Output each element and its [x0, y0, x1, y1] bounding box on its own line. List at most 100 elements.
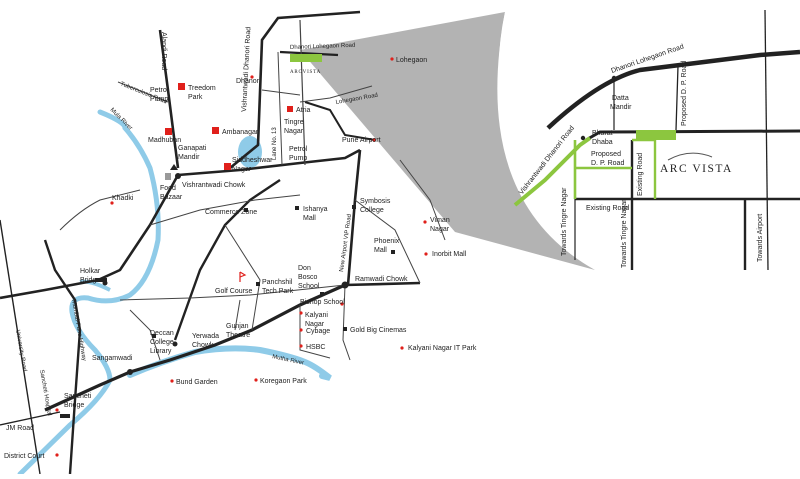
- label-siddheshwar-1: Siddheshwar: [232, 157, 273, 164]
- label-tingre-nagar-1: Tingre: [284, 119, 304, 126]
- label-golf-course: Golf Course: [215, 288, 252, 295]
- label-bishop-school: Bishop School: [300, 299, 345, 306]
- sancheti-hospital-dot: [55, 408, 59, 412]
- ramwadi-chowk-marker: [341, 281, 349, 289]
- label-hsbc: HSBC: [306, 344, 325, 351]
- label-ambanagari: Ambanagari: [222, 129, 260, 136]
- label-yerwada-chowk-2: Chowk: [192, 342, 214, 349]
- label-inorbit-mall: Inorbit Mall: [432, 251, 467, 258]
- label-ganapati-mandir-2: Mandir: [178, 154, 200, 161]
- label-petrol-pump-1b: Pump: [150, 96, 168, 103]
- road-tingre-loop: [261, 89, 301, 96]
- label-petrol-pump-1a: Petrol: [150, 87, 169, 94]
- inset-label-towards-airport: Towards Airport: [757, 214, 764, 262]
- label-kalyani-nagar-2: Nagar: [305, 321, 325, 328]
- label-sancheti-bridge-1: Sancheti: [64, 393, 92, 400]
- label-gunjan-theatre-2: Theatre: [226, 332, 250, 339]
- label-deccan-college-2: College: [150, 339, 174, 346]
- inset-label-towards-tingre-2: Towards Tingre Nagar: [621, 199, 628, 268]
- road-ramwadi-yerwada: [44, 283, 346, 412]
- label-madhuban: Madhuban: [148, 137, 181, 144]
- road-khadki: [59, 189, 141, 231]
- label-koregaon-park: Koregaon Park: [260, 378, 307, 385]
- label-holkar-bridge-2: Bridge: [80, 277, 100, 284]
- label-vishrantwadi-chowk: Vishrantwadi Chowk: [182, 182, 246, 189]
- inset-map: Dhanori Lohegaon Road Datta Mandir Propo…: [497, 9, 800, 275]
- kalyani-nagar-dot: [299, 311, 303, 315]
- label-kalyani-nagar-1: Kalyani: [305, 312, 328, 319]
- inset-label-proposed-dp-1: Proposed: [591, 151, 621, 158]
- label-holkar-bridge-1: Holkar: [80, 268, 101, 275]
- road-vishrantwadi-dhanori: [229, 10, 361, 170]
- yerwada-chowk-marker: [172, 341, 178, 347]
- label-viman-nagar-2: Nagar: [430, 226, 450, 233]
- viman-nagar-dot: [423, 220, 427, 224]
- kalyani-it-park-dot: [400, 346, 404, 350]
- zoom-cone: [300, 12, 595, 270]
- siddheshwar-marker: [224, 163, 231, 170]
- label-deccan-college-3: Library: [150, 348, 172, 355]
- inset-brand-name: ARC VISTA: [660, 163, 733, 175]
- inset-brand-arc: [667, 152, 713, 161]
- commerce-zone-marker: [244, 208, 248, 212]
- label-cybage: Cybage: [306, 328, 330, 335]
- inorbit-dot: [424, 252, 428, 256]
- label-yerwada-chowk-1: Yerwada: [192, 333, 219, 340]
- sancheti-bridge-marker: [60, 414, 70, 418]
- label-panchshil-1: Panchshil: [262, 279, 293, 286]
- hsbc-dot: [299, 344, 303, 348]
- vishrantwadi-chowk-marker: [175, 173, 181, 179]
- madhuban-marker: [165, 128, 172, 135]
- atria-marker: [287, 106, 293, 112]
- inset-datta-mandir-dot: [611, 75, 617, 81]
- koregaon-park-dot: [254, 378, 258, 382]
- label-phoenix-mall-1: Phoenix: [374, 238, 400, 245]
- label-vishrantwadi-dhanori: Vishrantwadi Dhanori Road: [241, 27, 252, 112]
- food-bazaar-marker: [165, 173, 171, 180]
- inset-label-towards-tingre-1: Towards Tingre Nagar: [561, 187, 568, 256]
- deccan-college-marker: [152, 334, 156, 338]
- inset-road-bharat-dhaba: [585, 129, 800, 142]
- label-sancheti-hospital: Sancheti Hospital: [38, 369, 52, 416]
- inset-road-vishrantwadi-dhanori: [513, 136, 592, 207]
- bund-garden-dot: [170, 379, 174, 383]
- road-golf-course: [119, 284, 346, 301]
- label-ramwadi-chowk: Ramwadi Chowk: [355, 276, 408, 283]
- road-gunjan: [234, 299, 241, 331]
- label-petrol-pump-2b: Pump: [289, 155, 307, 162]
- ganapati-temple-icon: [170, 164, 178, 170]
- label-ishanya-mall-2: Mall: [303, 215, 316, 222]
- label-don-bosco-2: Bosco: [298, 274, 318, 281]
- inset-road-proposed-dp-vertical: [675, 65, 679, 131]
- label-gunjan-theatre-1: Gunjan: [226, 323, 249, 330]
- label-district-court: District Court: [4, 453, 45, 460]
- label-treedom-park-1: Treedom: [188, 85, 216, 92]
- road-yerwada-north: [173, 179, 281, 341]
- road-alandi: [158, 29, 180, 169]
- label-khadki: Khadki: [112, 195, 134, 202]
- road-mumbai-pune-hwy: [43, 239, 82, 475]
- label-siddheshwar-2: Nagar: [232, 166, 252, 173]
- road-dhanori-lohegaon: [279, 50, 339, 57]
- inset-project-plot: [636, 130, 676, 140]
- label-phoenix-mall-2: Mall: [374, 247, 387, 254]
- label-deccan-college-1: Deccan: [150, 330, 174, 337]
- mula-river: [17, 109, 161, 477]
- road-panchshil: [224, 224, 261, 331]
- road-lohegaon: [299, 85, 373, 103]
- label-atria: Atria: [296, 107, 311, 114]
- label-don-bosco-1: Don: [298, 265, 311, 272]
- label-kalyani-it-park: Kalyani Nagar IT Park: [408, 345, 477, 352]
- label-food-bazaar-2: Bazaar: [160, 194, 183, 201]
- label-symbiosis-2: College: [360, 207, 384, 214]
- inset-label-proposed-dp-2: D. P. Road: [591, 160, 624, 167]
- pune-airport-dot: [372, 138, 376, 142]
- sangamwadi-marker: [127, 369, 133, 375]
- inset-label-existing-road-vertical: Existing Road: [637, 153, 644, 196]
- label-sangamwadi: Sangamwadi: [92, 355, 133, 362]
- label-alandi-road: Alandi Road: [160, 32, 167, 70]
- cybage-dot: [299, 328, 303, 332]
- label-bund-garden: Bund Garden: [176, 379, 218, 386]
- phoenix-mall-marker: [391, 250, 395, 254]
